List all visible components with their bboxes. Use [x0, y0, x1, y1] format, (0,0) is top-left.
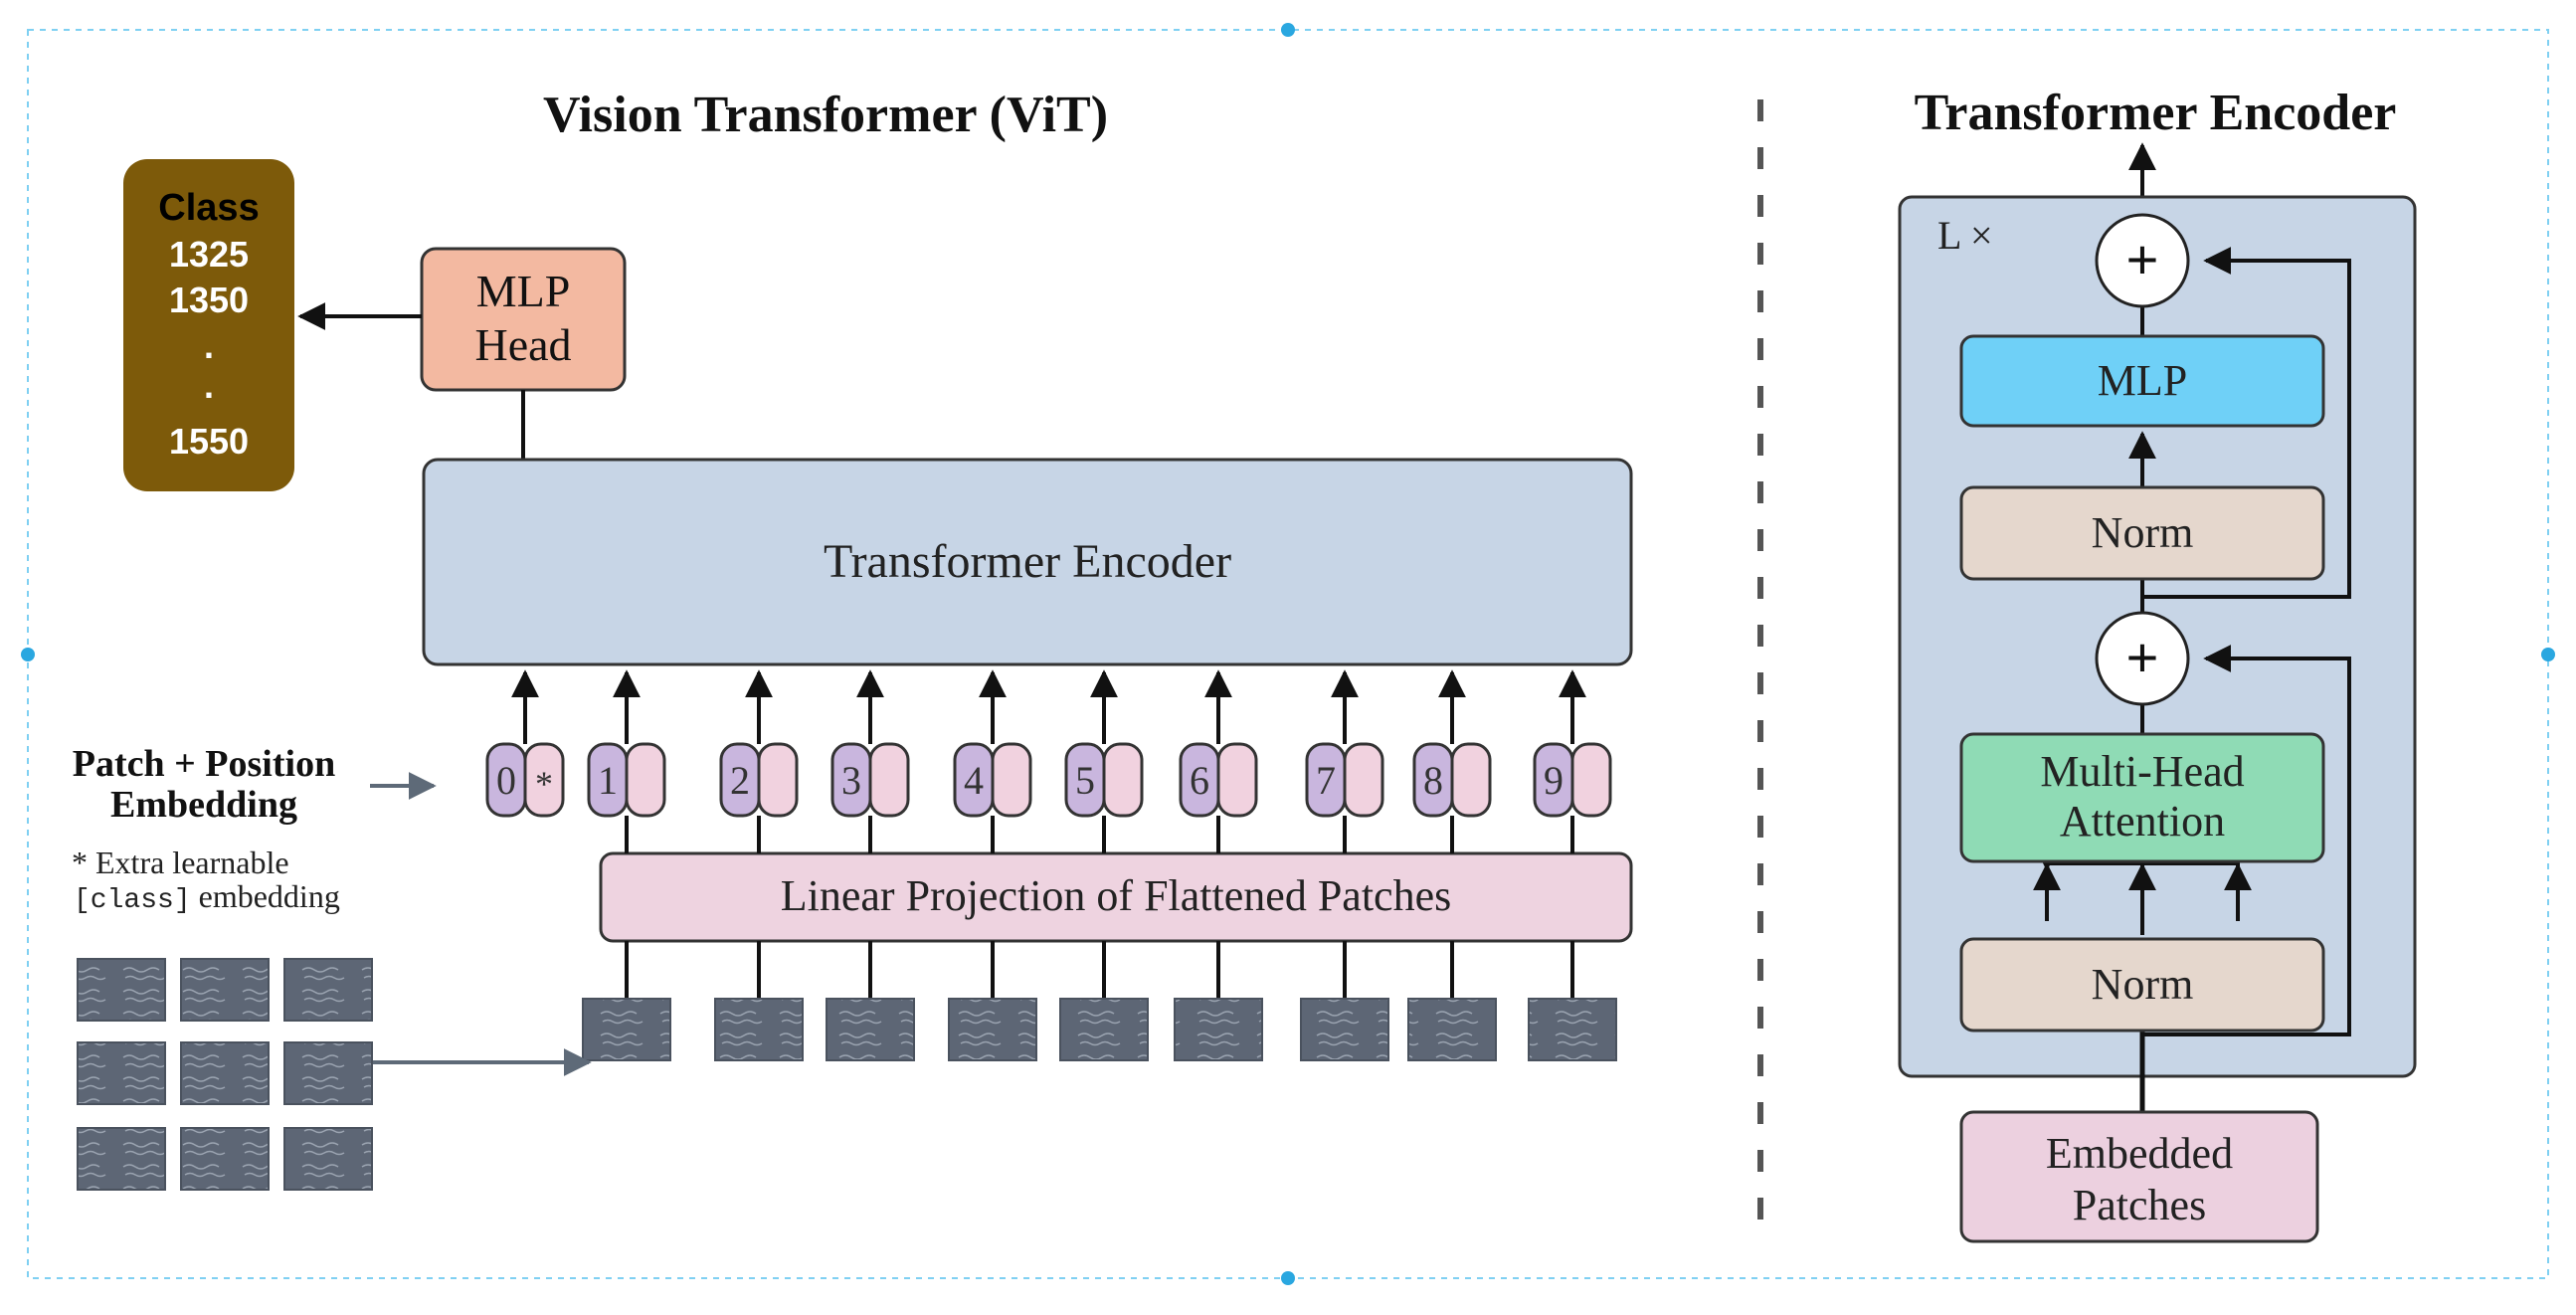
grid-patch [283, 1127, 373, 1191]
patch-embedding-cell [757, 742, 799, 818]
image-patch [714, 998, 804, 1061]
extra-note-suffix: embedding [191, 878, 340, 914]
position-index: 1 [598, 758, 618, 803]
position-index: 2 [730, 758, 750, 803]
attention-label: Attention [2060, 797, 2225, 845]
grid-patch [180, 958, 270, 1022]
class-box [123, 159, 294, 491]
class-token-code: [class] [74, 885, 191, 916]
patch-embedding-cell [1216, 742, 1258, 818]
position-index: 4 [964, 758, 984, 803]
embedding-label: Embedding [110, 784, 297, 826]
class-value: 1350 [169, 280, 249, 320]
image-patch [948, 998, 1037, 1061]
transformer-encoder-block [422, 458, 1633, 666]
position-index: 8 [1423, 758, 1443, 803]
add-node-lower [2095, 611, 2190, 706]
attention-block [1959, 732, 2325, 863]
patch-embedding-cell [1450, 742, 1492, 818]
mlp-head-label: Head [474, 319, 571, 370]
extra-note: * Extra learnable [72, 845, 289, 880]
norm-block-top [1959, 485, 2325, 581]
class-value: . [204, 325, 214, 366]
class-value: 1325 [169, 234, 249, 275]
position-token: 8 [1412, 742, 1492, 818]
position-index: 6 [1190, 758, 1209, 803]
repeat-label: L × [1937, 213, 1993, 258]
image-patch [1407, 998, 1497, 1061]
embedded-patches-block [1959, 1110, 2319, 1243]
attention-label: Multi-Head [2040, 747, 2244, 796]
norm-label: Norm [2092, 508, 2194, 557]
norm-block-bottom [1959, 937, 2325, 1033]
encoder-detail-title: Transformer Encoder [1915, 85, 2397, 141]
image-patch [1059, 998, 1149, 1061]
grid-patch [77, 1127, 166, 1191]
grid-patch [77, 958, 166, 1022]
linear-projection-label: Linear Projection of Flattened Patches [781, 871, 1451, 920]
mlp-head-label: MLP [476, 266, 571, 316]
frame-handle-right[interactable] [2541, 648, 2555, 661]
position-token: 0* [485, 742, 565, 818]
position-token: 3 [830, 742, 910, 818]
embedded-patches-label: Patches [2073, 1181, 2206, 1229]
position-index: 3 [841, 758, 861, 803]
position-index: 7 [1316, 758, 1336, 803]
patch-embedding-cell [1343, 742, 1384, 818]
position-index: 5 [1075, 758, 1095, 803]
image-patch [1174, 998, 1263, 1061]
patch-embedding-cell [523, 742, 565, 818]
vit-title: Vision Transformer (ViT) [543, 87, 1108, 143]
grid-patch [180, 1127, 270, 1191]
frame-handle-bottom[interactable] [1281, 1271, 1295, 1285]
position-token: 4 [953, 742, 1032, 818]
image-patch [1300, 998, 1389, 1061]
class-value: 1550 [169, 421, 249, 462]
position-token: 1 [587, 742, 666, 818]
norm-label: Norm [2092, 960, 2194, 1009]
position-token: 5 [1064, 742, 1144, 818]
patch-row [582, 816, 1617, 1061]
class-token-mark: * [535, 764, 553, 804]
position-token: 9 [1533, 742, 1612, 818]
position-token: 7 [1305, 742, 1384, 818]
embedding-label: Patch + Position [73, 743, 335, 785]
class-header: Class [158, 187, 259, 229]
linear-projection-block [599, 851, 1633, 943]
grid-patch [180, 1041, 270, 1105]
position-token: 2 [719, 742, 799, 818]
add-symbol: + [2126, 626, 2159, 688]
image-patch [582, 998, 671, 1061]
image-patch [826, 998, 915, 1061]
mlp-label: MLP [2098, 356, 2187, 405]
patch-embedding-cell [991, 742, 1032, 818]
grid-patch [77, 1041, 166, 1105]
transformer-encoder-label: Transformer Encoder [824, 535, 1231, 588]
patch-embedding-cell [1570, 742, 1612, 818]
frame-handle-top[interactable] [1281, 23, 1295, 37]
patch-embedding-cell [1102, 742, 1144, 818]
grid-patch [283, 958, 373, 1022]
position-index: 9 [1544, 758, 1564, 803]
patch-embedding-cell [868, 742, 910, 818]
extra-note-line: [class] embedding [74, 878, 340, 916]
residual-connection-2 [2142, 247, 2351, 599]
position-index: 0 [496, 758, 516, 803]
add-symbol: + [2126, 228, 2159, 290]
position-token: 6 [1179, 742, 1258, 818]
input-patch-grid [77, 958, 373, 1191]
embedded-patches-label: Embedded [2046, 1129, 2233, 1178]
add-node-upper [2095, 213, 2190, 308]
class-value: . [204, 365, 214, 406]
residual-connection-1 [2142, 645, 2351, 1036]
image-patch [1528, 998, 1617, 1061]
patch-embedding-cell [625, 742, 666, 818]
grid-patch [283, 1041, 373, 1105]
frame-handle-left[interactable] [21, 648, 35, 661]
mlp-block [1959, 334, 2325, 428]
